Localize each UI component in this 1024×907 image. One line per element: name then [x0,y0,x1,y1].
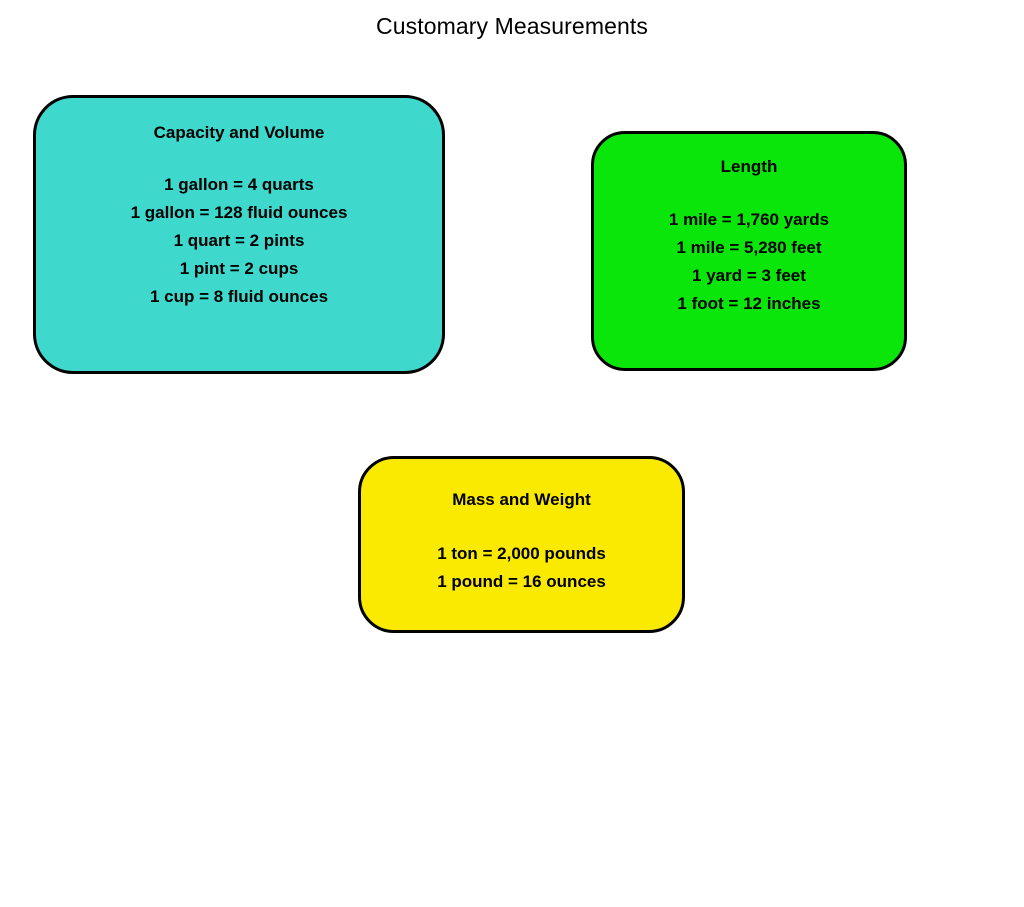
callout-lines-length: 1 mile = 1,760 yards 1 mile = 5,280 feet… [669,206,829,318]
callout-line: 1 yard = 3 feet [692,266,806,285]
callout-line: 1 gallon = 4 quarts [164,175,314,194]
callout-line: 1 gallon = 128 fluid ounces [130,203,348,222]
callout-box-length: Length 1 mile = 1,760 yards 1 mile = 5,2… [591,131,907,371]
callout-line: 1 pint = 2 cups [179,259,299,278]
callout-lines-mass-and-weight: 1 ton = 2,000 pounds 1 pound = 16 ounces [437,540,606,596]
callout-line: 1 foot = 12 inches [677,294,821,313]
callout-box-capacity-and-volume: Capacity and Volume 1 gallon = 4 quarts … [33,95,445,374]
callout-line: 1 quart = 2 pints [173,231,305,250]
callout-line: 1 mile = 1,760 yards [668,210,830,229]
callout-heading-length: Length [720,157,778,176]
callout-box-mass-and-weight: Mass and Weight 1 ton = 2,000 pounds 1 p… [358,456,685,633]
callout-line: 1 mile = 5,280 feet [676,238,822,257]
callout-heading-mass-and-weight: Mass and Weight [452,490,591,509]
callout-heading-capacity-and-volume: Capacity and Volume [153,123,325,142]
callout-line: 1 pound = 16 ounces [437,572,606,591]
callout-line: 1 ton = 2,000 pounds [437,544,606,563]
page-title: Customary Measurements [376,13,648,39]
callout-lines-capacity-and-volume: 1 gallon = 4 quarts 1 gallon = 128 fluid… [131,171,348,311]
callout-line: 1 cup = 8 fluid ounces [149,287,329,306]
